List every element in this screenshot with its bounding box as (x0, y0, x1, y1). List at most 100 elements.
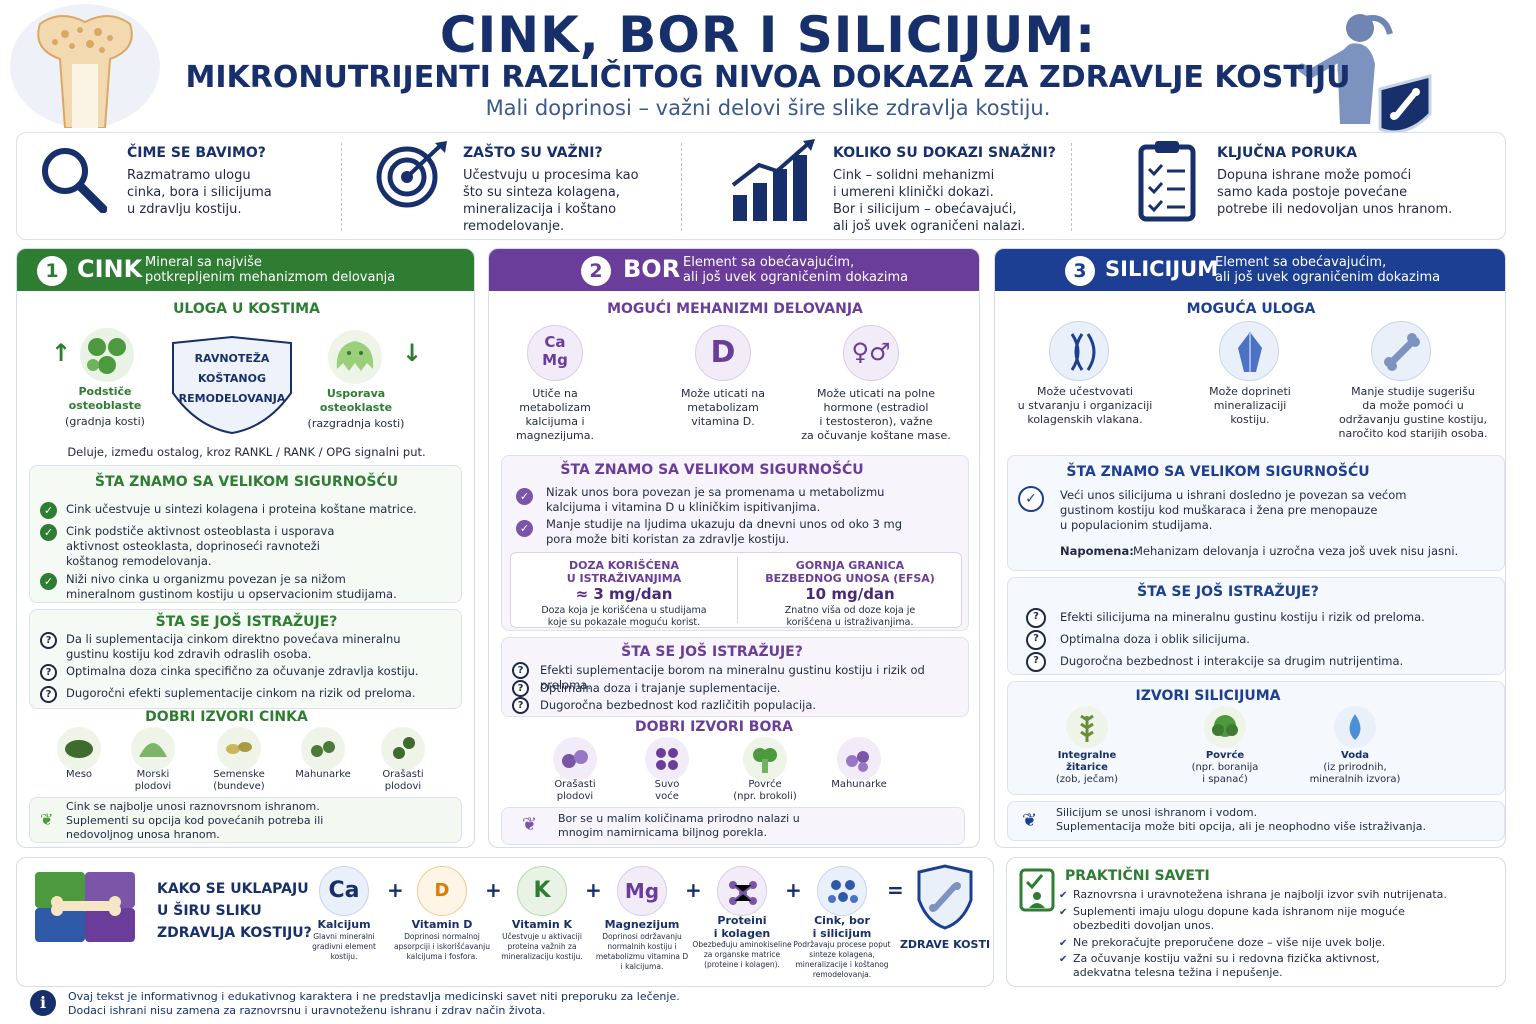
dose-desc: Doza koja je korišćena u studijama koje … (541, 605, 707, 628)
intro-what: ČIME SE BAVIMO? Razmatramo ulogu cinka, … (17, 133, 347, 241)
magnifier-icon (42, 148, 107, 213)
silicon-note-label: Napomena: (1060, 544, 1134, 558)
item-name: Kalcijum (317, 918, 371, 931)
osteoblast-label: Podstiče osteoblaste (68, 385, 142, 412)
intro-text: Dopuna ishrane može pomoći samo kada pos… (1217, 168, 1453, 217)
intro-title: ČIME SE BAVIMO? (127, 145, 266, 161)
question-icon: ? (1026, 608, 1046, 628)
source-desc: (iz prirodnih, mineralnih izvora) (1309, 762, 1401, 785)
osteoclast-cell-icon (328, 330, 382, 384)
collagen-fiber-icon (1049, 321, 1109, 381)
zinc-pathway: Deluje, između ostalog, kroz RANKL / RAN… (67, 445, 426, 459)
boron-research-title: ŠTA SE JOŠ ISTRAŽUJE? (621, 644, 803, 660)
broccoli-icon (743, 737, 787, 781)
silicon-research-box: ŠTA SE JOŠ ISTRAŽUJE? ? Efekti silicijum… (1007, 577, 1505, 675)
tip-item: Suplementi imaju ulogu dopune kada ishra… (1073, 905, 1405, 932)
mech-text: Može uticati na metabolizam vitamina D. (681, 387, 765, 428)
list-item: Optimalna doza cinka specifično za očuva… (66, 664, 419, 678)
silicon-known-box: ŠTA ZNAMO SA VELIKOM SIGURNOŠĆU ✓ Veći u… (1007, 455, 1505, 571)
sun-vitamin-d-icon: D (417, 866, 467, 916)
boron-name: BOR (623, 255, 681, 283)
item-desc: Glavni mineralni gradivni element kostij… (312, 932, 376, 961)
check-icon: ✓ (516, 488, 533, 505)
intro-message: KLJUČNA PORUKA Dopuna ishrane može pomoć… (1087, 133, 1507, 241)
role-text: Može učestvovati u stvaranju i organizac… (1017, 385, 1153, 426)
silicon-panel: 3 SILICIJUM Element sa obećavajućim, ali… (994, 248, 1506, 848)
boron-header: 2 BOR Element sa obećavajućim, ali još u… (489, 249, 979, 291)
page-title: CINK, BOR I SILICIJUM: (439, 6, 1097, 64)
item-desc: Doprinosi održavanju normalnih kostiju i… (595, 932, 689, 971)
question-icon: ? (40, 632, 57, 649)
zinc-name: CINK (77, 255, 143, 283)
arrow-down-icon: ↓ (402, 339, 423, 367)
boron-sources-title: DOBRI IZVORI BORA (635, 719, 793, 735)
silicon-subtitle: Element sa obećavajućim, ali još uvek og… (1215, 255, 1441, 285)
zinc-research-box: ŠTA SE JOŠ ISTRAŽUJE? ? Da li suplementa… (29, 609, 462, 709)
leaf-icon: ❦ (522, 814, 538, 835)
source-desc: (npr. boranija i spanać) (1191, 762, 1259, 785)
source-label: Integralne žitarice (1057, 750, 1117, 773)
crystal-icon (1219, 321, 1279, 381)
list-item: Nizak unos bora povezan je sa promenama … (546, 485, 885, 514)
question-icon: ? (40, 664, 57, 681)
source-label: Voda (1341, 750, 1369, 761)
limit-desc: Znatno viša od doze koja je korišćena u … (784, 605, 916, 628)
dose-title: DOZA KORIŠĆENA U ISTRAŽIVANJIMA (566, 559, 682, 585)
silicon-note-text: Mehanizam delovanja i uzročna veza još u… (1133, 544, 1459, 558)
big-picture-box: KAKO SE UKLAPAJU U ŠIRU SLIKU ZDRAVLJA K… (16, 857, 994, 987)
silicon-known-text: Veći unos silicijuma u ishrani dosledno … (1060, 488, 1407, 532)
big-picture-title: KAKO SE UKLAPAJU U ŠIRU SLIKU ZDRAVLJA K… (157, 881, 312, 941)
source-label: Meso (65, 769, 93, 780)
item-name: Cink, bor i silicijum (812, 914, 872, 940)
minerals-dots-icon (817, 866, 867, 916)
item-name: Vitamin K (511, 918, 573, 931)
check-icon: ✓ (40, 573, 57, 590)
source-label: Semenske (bundeve) (213, 769, 265, 792)
zinc-note-box: ❦ Cink se najbolje unosi raznovrsnom ish… (29, 797, 462, 843)
list-item: Optimalna doza i oblik silicijuma. (1060, 632, 1250, 646)
boron-panel: 2 BOR Element sa obećavajućim, ali još u… (488, 248, 980, 848)
bar-chart-icon (731, 139, 815, 221)
silicon-number: 3 (1065, 256, 1095, 286)
tip-item: Raznovrsna i uravnotežena ishrana je naj… (1073, 888, 1447, 901)
list-item: Niži nivo cinka u organizmu povezan je s… (66, 572, 397, 601)
shield-text: RAVNOTEŽA KOŠTANOG REMODELOVANJA (178, 352, 286, 405)
ca-mg-icon (527, 325, 583, 381)
source-label: Orašasti plodovi (554, 779, 596, 802)
list-item: Optimalna doza i trajanje suplementacije… (540, 681, 781, 695)
check-icon: ✓ (40, 502, 57, 519)
bone-illustration-icon (10, 4, 160, 129)
plus-icon: + (485, 878, 502, 902)
source-label: Mahunarke (831, 779, 887, 790)
tip-item: Za očuvanje kostiju važni su i redovna f… (1073, 952, 1380, 979)
page-subtitle: MIKRONUTRIJENTI RAZLIČITOG NIVOA DOKAZA … (185, 60, 1351, 95)
intro-title: KLJUČNA PORUKA (1217, 145, 1358, 161)
osteoblast-cells-icon (80, 328, 134, 382)
check-icon: ✔ (1059, 938, 1068, 949)
silicon-sources-title: IZVORI SILICIJUMA (1135, 688, 1281, 704)
item-desc: Podržavaju procese poput sinteze kolagen… (793, 940, 891, 979)
silicon-note: Silicijum se unosi ishranom i vodom. Sup… (1056, 806, 1426, 833)
limit-title: GORNJA GRANICA BEZBEDNOG UNOSA (EFSA) (765, 559, 935, 585)
zinc-known-title: ŠTA ZNAMO SA VELIKOM SIGURNOŠĆU (94, 474, 399, 490)
question-icon: ? (1026, 630, 1046, 650)
list-item: Dugoročna bezbednost kod različitih popu… (540, 698, 817, 712)
silicon-role-title: MOGUĆA ULOGA (1186, 301, 1316, 317)
list-item: Da li suplementacija cinkom direktno pov… (66, 632, 401, 661)
checklist-person-icon (1019, 868, 1055, 912)
mech-text: Može uticati na polne hormone (estradiol… (801, 387, 951, 442)
list-item: Efekti silicijuma na mineralnu gustinu k… (1060, 610, 1425, 624)
mech-symbol: D (710, 335, 736, 370)
zinc-header: 1 CINK Mineral sa najviše potkrepljenim … (17, 249, 474, 291)
silicon-note-box: ❦ Silicijum se unosi ishranom i vodom. S… (1007, 801, 1505, 841)
intro-bar: ČIME SE BAVIMO? Razmatramo ulogu cinka, … (16, 132, 1506, 240)
list-item: Manje studije na ljudima ukazuju da dnev… (546, 517, 903, 546)
mech-symbol: ♀♂ (851, 338, 891, 366)
boron-known-box: ŠTA ZNAMO SA VELIKOM SIGURNOŠĆU ✓ Nizak … (501, 455, 969, 631)
boron-note-box: ❦ Bor se u malim količinama prirodno nal… (501, 807, 965, 845)
question-icon: ? (1026, 652, 1046, 672)
intro-title: KOLIKO SU DOKAZI SNAŽNI? (833, 145, 1056, 161)
source-label: Povrće (1205, 750, 1245, 761)
boron-subtitle: Element sa obećavajućim, ali još uvek og… (683, 255, 909, 285)
role-text: Manje studije sugerišu da može pomoći u … (1338, 385, 1488, 440)
